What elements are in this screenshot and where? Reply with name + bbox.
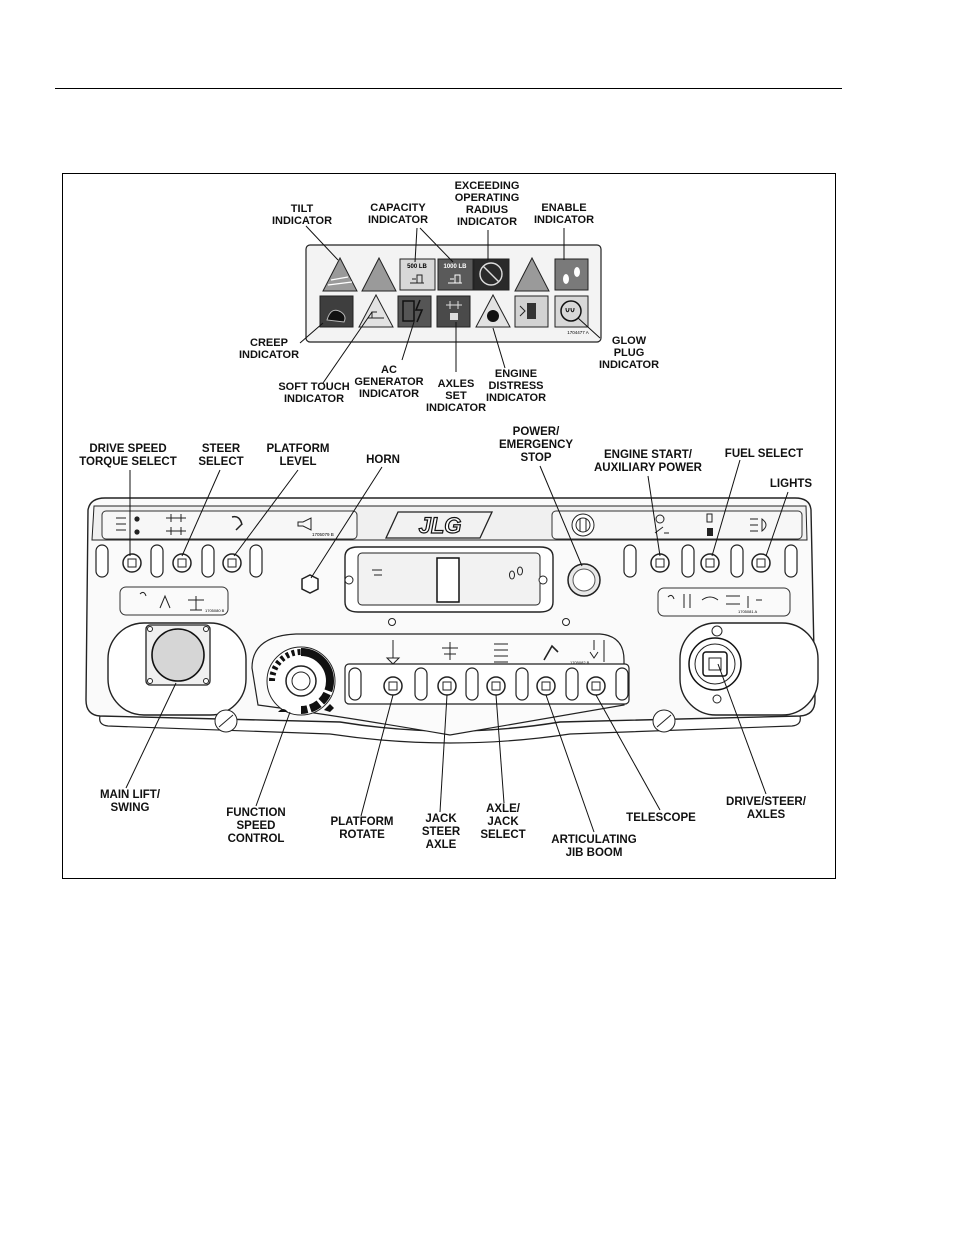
label-engine-distress-indicator: ENGINE DISTRESS INDICATOR xyxy=(485,368,547,404)
label-main-lift-swing: MAIN LIFT/ SWING xyxy=(99,789,161,814)
label-power-emergency-stop: POWER/ EMERGENCY STOP xyxy=(498,426,574,464)
decal-number-2: 1705080 B xyxy=(205,608,225,613)
drive-speed-torque-icon xyxy=(116,516,140,535)
fuel-select-switch[interactable] xyxy=(700,553,720,573)
label-capacity-indicator: CAPACITY INDICATOR xyxy=(367,202,429,226)
upper-toggle-row xyxy=(95,544,798,594)
tilt-indicator-lamp xyxy=(322,256,358,292)
capacity-1000-text: 1000 LB xyxy=(443,264,467,270)
exceeding-radius-lamp xyxy=(473,258,510,291)
jack-steer-axle-switch[interactable] xyxy=(437,676,457,696)
articulating-jib-icon xyxy=(543,644,559,661)
platform-level-switch[interactable] xyxy=(222,553,242,573)
platform-rotate-icon xyxy=(385,640,401,665)
label-jack-steer-axle: JACK STEER AXLE xyxy=(421,813,461,851)
steer-select-switch[interactable] xyxy=(172,553,192,573)
label-fuel-select: FUEL SELECT xyxy=(724,448,804,460)
label-platform-rotate: PLATFORM ROTATE xyxy=(330,816,394,841)
fuel-indicator-lamp xyxy=(514,295,549,328)
indicator-decal-number: 1704477 A xyxy=(567,330,589,335)
label-axles-set-indicator: AXLES SET INDICATOR xyxy=(425,378,487,414)
telescope-switch[interactable] xyxy=(586,676,606,696)
control-leader-lines xyxy=(125,459,789,833)
label-telescope: TELESCOPE xyxy=(626,812,696,824)
label-drive-speed-torque: DRIVE SPEED TORQUE SELECT xyxy=(79,443,177,468)
ac-generator-indicator-lamp xyxy=(397,295,432,328)
label-horn: HORN xyxy=(366,454,400,466)
capacity-500-text: 500 LB xyxy=(407,264,427,270)
horn-icon xyxy=(297,517,312,531)
steer-select-icon xyxy=(166,514,186,535)
right-drive-decal: 1705081 A xyxy=(657,587,791,617)
capacity-1000-lamp: 1000 LB xyxy=(437,258,474,291)
main-lift-swing-joystick[interactable] xyxy=(107,622,247,733)
svg-text:JLG: JLG xyxy=(419,513,462,538)
jlg-logo: JLG xyxy=(384,511,494,539)
label-engine-start-auxiliary: ENGINE START/ AUXILIARY POWER xyxy=(594,449,702,474)
label-soft-touch-indicator: SOFT TOUCH INDICATOR xyxy=(278,381,350,405)
articulating-jib-switch[interactable] xyxy=(536,676,556,696)
emergency-stop-button[interactable] xyxy=(567,563,601,597)
horn-button[interactable] xyxy=(301,574,319,594)
platform-level-icon xyxy=(231,515,243,531)
blank-warning-lamp-2 xyxy=(514,256,550,292)
label-axle-jack-select: AXLE/ JACK SELECT xyxy=(480,803,526,841)
lower-function-decal: 1705082 B xyxy=(385,640,605,665)
fuel-select-icon xyxy=(706,513,713,536)
decal-number-1: 1705079 B xyxy=(312,532,334,537)
creep-indicator-lamp xyxy=(319,295,354,328)
label-drive-steer-axles: DRIVE/STEER/ AXLES xyxy=(726,796,806,821)
enable-indicator-lamp xyxy=(554,258,589,291)
platform-rotate-switch[interactable] xyxy=(383,676,403,696)
indicator-panel: 500 LB 1000 LB xyxy=(305,244,602,343)
label-articulating-jib-boom: ARTICULATING JIB BOOM xyxy=(551,834,637,859)
axle-jack-select-icon xyxy=(494,643,508,663)
label-creep-indicator: CREEP INDICATOR xyxy=(238,337,300,361)
blank-warning-lamp-1 xyxy=(361,256,397,292)
label-tilt-indicator: TILT INDICATOR xyxy=(271,203,333,227)
label-function-speed-control: FUNCTION SPEED CONTROL xyxy=(226,807,286,845)
label-enable-indicator: ENABLE INDICATOR xyxy=(533,202,595,226)
telescope-icon xyxy=(589,640,605,662)
decal-number-4: 1705082 B xyxy=(570,660,590,665)
indicator-leader-lines xyxy=(299,225,601,384)
label-exceeding-radius-indicator: EXCEEDING OPERATING RADIUS INDICATOR xyxy=(454,180,520,228)
drive-speed-torque-switch[interactable] xyxy=(122,553,142,573)
lights-icon xyxy=(750,517,767,533)
lower-toggle-row xyxy=(344,663,630,705)
power-stop-icon xyxy=(571,513,595,537)
axles-set-indicator-lamp xyxy=(436,295,471,328)
figure-frame xyxy=(62,173,836,879)
decal-number-3: 1705081 A xyxy=(738,609,757,614)
left-lift-decal: 1705080 B xyxy=(119,586,229,616)
center-display xyxy=(344,546,570,626)
label-ac-generator-indicator: AC GENERATOR INDICATOR xyxy=(354,364,424,400)
label-steer-select: STEER SELECT xyxy=(198,443,244,468)
top-strip: 1705079 B JLG xyxy=(101,510,803,540)
header-rule xyxy=(55,88,842,89)
jack-steer-icon xyxy=(442,642,458,660)
engine-start-switch[interactable] xyxy=(650,553,670,573)
axle-jack-select-switch[interactable] xyxy=(486,676,506,696)
label-glow-plug-indicator: GLOW PLUG INDICATOR xyxy=(598,335,660,371)
lights-switch[interactable] xyxy=(751,553,771,573)
capacity-500-lamp: 500 LB xyxy=(399,258,436,291)
drive-steer-axles-joystick[interactable] xyxy=(652,622,819,733)
label-lights: LIGHTS xyxy=(769,478,813,490)
label-platform-level: PLATFORM LEVEL xyxy=(266,443,330,468)
engine-distress-indicator-lamp xyxy=(475,293,511,328)
